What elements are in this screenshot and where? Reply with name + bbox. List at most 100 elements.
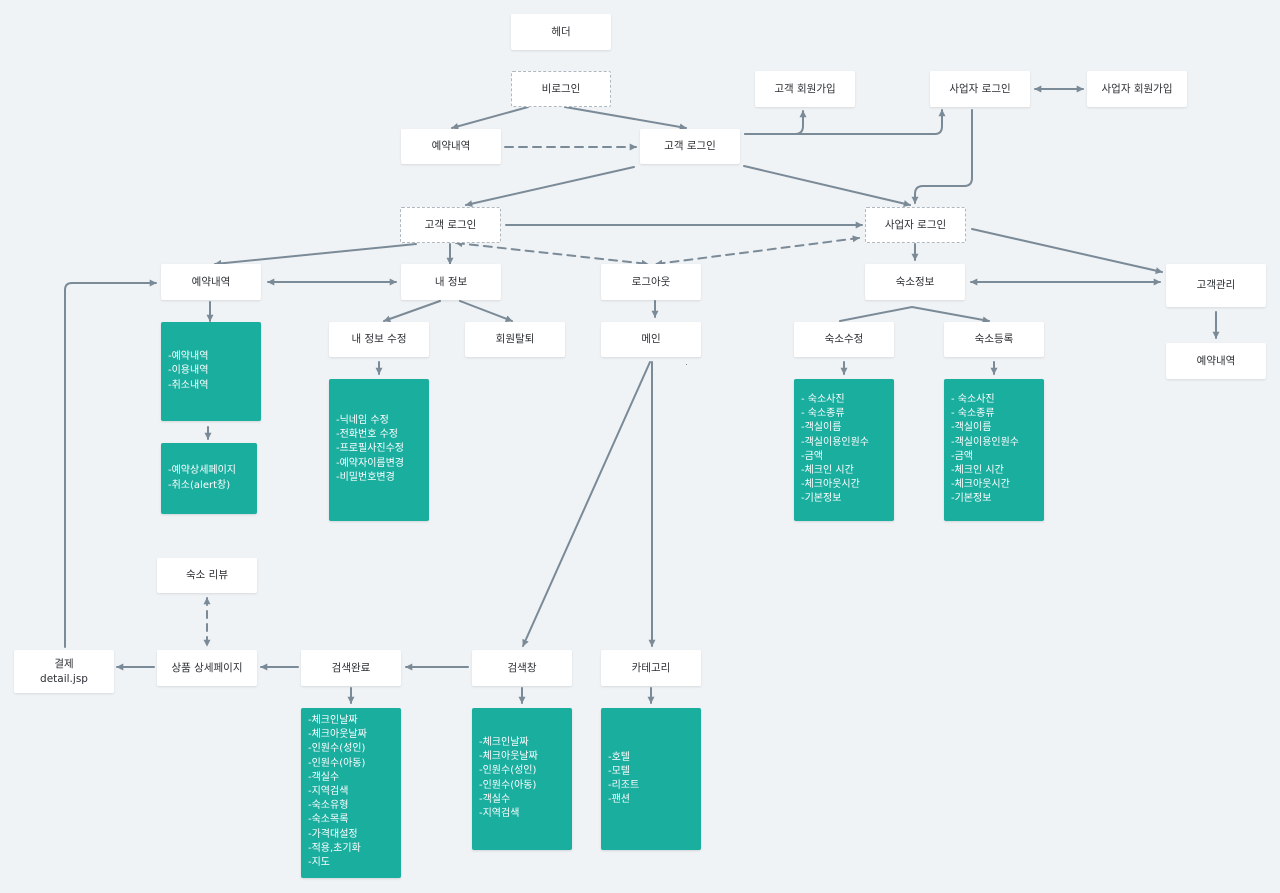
non-login-label: 비로그인 — [541, 82, 581, 95]
search-bar-fields-panel: -체크인날짜 -체크아웃날짜 -인원수(성인) -인원수(아동) -객실수 -지… — [472, 708, 572, 850]
panel-item: -리조트 — [608, 780, 640, 791]
customer-login-node: 고객 로그인 — [400, 207, 501, 243]
edge-customer-login-to-customer-signup — [744, 110, 807, 135]
edge-nonlogin-to-reservation — [451, 106, 529, 130]
panel-item: - 숙소종류 — [951, 408, 995, 420]
panel-item: -체크아웃날짜 — [308, 729, 367, 741]
panel-item: -기본정보 — [801, 493, 842, 505]
edge-customer-login-logout-dashed — [455, 240, 649, 267]
panel-item: -지역검색 — [479, 808, 520, 820]
reservation-node: 예약내역 — [161, 264, 261, 300]
lodging-info-node: 숙소정보 — [865, 264, 965, 300]
customer-mgmt-node: 고객관리 — [1166, 264, 1266, 307]
my-info-fields-panel: -닉네임 수정 -전화번호 수정 -프로필사진수정 -예약자이름변경 -비밀번호… — [329, 379, 429, 521]
edge-lodging-info-to-edit-register — [839, 306, 990, 324]
edge-my-info-to-edit — [383, 300, 441, 323]
panel-item: -팬션 — [608, 794, 631, 806]
search-done-label: 검색완료 — [331, 661, 371, 674]
panel-item: - 숙소종류 — [801, 408, 845, 420]
withdraw-label: 회원탈퇴 — [495, 333, 535, 345]
customer-login-top-label: 고객 로그인 — [664, 140, 716, 152]
lodging-review-node: 숙소 리뷰 — [157, 558, 257, 593]
lodging-review-label: 숙소 리뷰 — [186, 569, 228, 581]
category-node: 카테고리 — [601, 650, 701, 686]
main-node: 메인 — [601, 322, 701, 357]
my-info-node: 내 정보 — [401, 264, 501, 300]
customer-mgmt-label: 고객관리 — [1196, 279, 1236, 291]
panel-item: -지역검색 — [308, 786, 349, 798]
panel-item: -체크인 시간 — [951, 465, 1004, 477]
panel-item: -체크인 시간 — [801, 465, 854, 477]
stray-dot — [686, 364, 687, 365]
edge-customer-login-to-business-login — [744, 109, 946, 135]
panel-item: -취소내역 — [168, 379, 209, 391]
panel-item: -비밀번호변경 — [336, 471, 395, 483]
business-login-node: 사업자 로그인 — [865, 207, 966, 243]
product-detail-label: 상품 상세페이지 — [171, 661, 243, 674]
panel-item: -예약자이름변경 — [336, 457, 405, 469]
panel-item: -체크인날짜 — [479, 737, 529, 748]
edge-payment-to-reservation — [64, 279, 157, 648]
panel-item: - 숙소사진 — [951, 394, 995, 405]
lodging-info-label: 숙소정보 — [895, 275, 935, 288]
panel-item: -기본정보 — [951, 493, 992, 505]
search-done-node: 검색완료 — [301, 650, 401, 686]
edge-customer-login-top-to-customer-login — [465, 166, 635, 208]
withdraw-node: 회원탈퇴 — [465, 322, 565, 357]
my-info-edit-label: 내 정보 수정 — [351, 333, 407, 345]
lodging-register-label: 숙소등록 — [974, 333, 1014, 345]
panel-item: -인원수(아동) — [479, 779, 537, 791]
edge-business-login-top-to-business-login — [911, 109, 973, 204]
reservation-top-label: 예약내역 — [431, 140, 471, 152]
panel-item: -지도 — [308, 857, 331, 869]
lodging-edit-node: 숙소수정 — [794, 322, 894, 357]
panel-item: -객실이용인원수 — [951, 436, 1020, 448]
search-bar-node: 검색창 — [472, 650, 572, 686]
panel-item: -프로필사진수정 — [336, 443, 405, 455]
edge-nonlogin-to-customer-login — [564, 106, 687, 131]
reservation-detail-panel: -예약상세페이지 -취소(alert창) — [161, 443, 257, 514]
reservation-top-node: 예약내역 — [401, 129, 501, 164]
edge-my-info-to-withdraw — [459, 300, 513, 323]
header-node: 헤더 — [511, 14, 611, 50]
business-login-top-node: 사업자 로그인 — [930, 71, 1030, 107]
panel-item: -객실수 — [308, 771, 340, 783]
mgmt-reservation-node: 예약내역 — [1166, 343, 1266, 379]
panel-item: -인원수(성인) — [308, 743, 366, 755]
logout-label: 로그아웃 — [631, 275, 671, 288]
search-bar-label: 검색창 — [507, 661, 537, 674]
panel-item: -가격대설정 — [308, 828, 358, 840]
panel-item: -호텔 — [608, 751, 631, 763]
main-label: 메인 — [641, 333, 661, 345]
category-fields-panel: -호텔 -모텔 -리조트 -팬션 — [601, 708, 701, 850]
edge-business-login-to-customer-mgmt — [971, 228, 1163, 275]
customer-signup-node: 고객 회원가입 — [755, 71, 855, 107]
panel-item: -금액 — [951, 450, 974, 462]
panel-item: -적용,초기화 — [308, 842, 361, 854]
edge-business-login-logout-dashed — [655, 235, 860, 267]
panel-item: -이용내역 — [168, 365, 209, 377]
business-signup-label: 사업자 회원가입 — [1101, 82, 1173, 95]
panel-item: -객실이름 — [951, 422, 992, 434]
business-signup-node: 사업자 회원가입 — [1087, 71, 1187, 107]
panel-item: -금액 — [801, 450, 824, 462]
panel-item: -객실수 — [479, 793, 511, 805]
search-done-fields-panel: -체크인날짜 -체크아웃날짜 -인원수(성인) -인원수(아동) -객실수 -지… — [301, 708, 401, 878]
panel-item: -체크아웃시간 — [951, 479, 1010, 491]
payment-node: 결제 detail.jsp — [14, 650, 114, 693]
panel-item: -숙소유형 — [308, 800, 349, 812]
my-info-label: 내 정보 — [434, 275, 468, 288]
panel-item: -인원수(아동) — [308, 757, 366, 769]
category-label: 카테고리 — [631, 661, 671, 674]
panel-item: -모텔 — [608, 765, 631, 777]
edge-customer-login-top-to-business-login — [743, 165, 911, 207]
logout-node: 로그아웃 — [601, 264, 701, 300]
lodging-register-fields-panel: - 숙소사진 - 숙소종류 -객실이름 -객실이용인원수 -금액 -체크인 시간… — [944, 379, 1044, 521]
my-info-edit-node: 내 정보 수정 — [329, 322, 429, 357]
lodging-register-node: 숙소등록 — [944, 322, 1044, 357]
customer-login-top-node: 고객 로그인 — [640, 129, 740, 164]
panel-item: -체크아웃시간 — [801, 479, 860, 491]
header-label: 헤더 — [551, 25, 571, 38]
mgmt-reservation-label: 예약내역 — [1196, 354, 1236, 367]
